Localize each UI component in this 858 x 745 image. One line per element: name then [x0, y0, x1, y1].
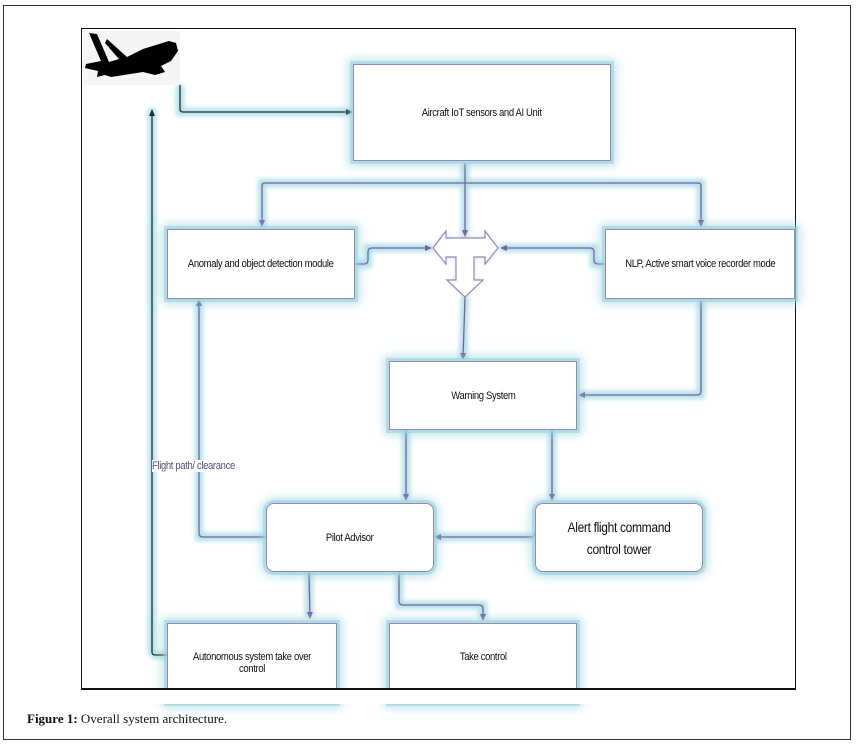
edge-unit-to-anomaly [259, 182, 465, 227]
edge-autonomous-to-aircraft [149, 109, 168, 656]
nlp-voice-recorder-label: NLP, Active smart voice recorder mode [624, 258, 776, 270]
alert-control-tower-label: Alert flight command control tower [567, 518, 671, 557]
frame-bottom-edge [81, 688, 796, 690]
nlp-voice-recorder-box: NLP, Active smart voice recorder mode [605, 229, 795, 299]
flight-path-clearance-text: Flight path/ clearance [152, 460, 235, 472]
autonomous-takeover-box: Autonomous system take over control [167, 623, 337, 703]
frame-clip-mask [82, 690, 795, 704]
edge-pilot-to-autonomous [306, 571, 313, 619]
edge-nlp-to-merge [500, 245, 605, 265]
anomaly-detection-label: Anomaly and object detection module [188, 258, 334, 270]
edge-aircraft-to-unit [179, 85, 353, 115]
figure-outer-border [3, 5, 851, 740]
take-control-box: Take control [389, 623, 577, 703]
edge-unit-to-nlp [465, 182, 704, 227]
edge-nlp-to-warning [578, 300, 702, 398]
take-control-label: Take control [459, 651, 507, 663]
edge-pilot-to-take-control [398, 572, 486, 621]
figure-caption: Figure 1: Overall system architecture. [27, 711, 227, 727]
pilot-advisor-box: Pilot Advisor [266, 503, 434, 572]
edge-merge-to-warning [460, 296, 467, 360]
t-junction-arrow-icon [432, 229, 499, 298]
aircraft-iot-ai-unit-label: Aircraft IoT sensors and AI Unit [422, 106, 542, 119]
warning-system-box: Warning System [389, 361, 577, 430]
aircraft-iot-ai-unit-box: Aircraft IoT sensors and AI Unit [353, 64, 611, 161]
flight-path-clearance-label: Flight path/ clearance [152, 460, 249, 472]
edge-tower-to-pilot [434, 532, 536, 540]
alert-control-tower-box: Alert flight command control tower [535, 503, 703, 572]
pilot-advisor-label: Pilot Advisor [326, 531, 374, 544]
airplane-silhouette-icon [83, 31, 180, 85]
edge-anomaly-to-merge [355, 245, 432, 265]
autonomous-takeover-label: Autonomous system take over control [193, 651, 311, 675]
figure-caption-label: Figure 1: [27, 711, 78, 726]
anomaly-detection-box: Anomaly and object detection module [167, 229, 355, 299]
figure-caption-text: Overall system architecture. [77, 711, 228, 726]
edge-pilot-to-anomaly [196, 299, 266, 538]
warning-system-label: Warning System [450, 389, 516, 402]
